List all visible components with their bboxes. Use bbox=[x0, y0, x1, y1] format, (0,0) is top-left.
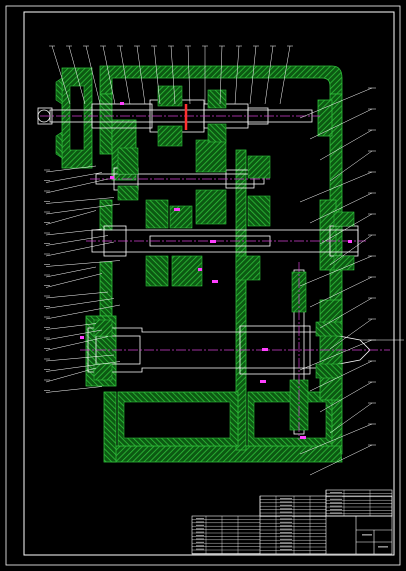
title-text-right bbox=[330, 505, 342, 508]
leader-line-left bbox=[45, 354, 115, 362]
leader-line-right bbox=[309, 108, 373, 140]
title-text-right bbox=[330, 502, 342, 504]
leader-line-right bbox=[309, 276, 373, 308]
leader-line-right bbox=[309, 444, 373, 476]
leader-line-left bbox=[45, 266, 97, 278]
leader-line-right bbox=[299, 87, 373, 119]
title-text-left bbox=[196, 524, 204, 527]
leader-line-top bbox=[68, 45, 86, 105]
leader-line-left bbox=[45, 298, 115, 309]
title-text-mid bbox=[280, 545, 292, 548]
leader-line-top bbox=[51, 45, 71, 105]
leader-line-left bbox=[45, 241, 115, 257]
title-text-left bbox=[196, 541, 204, 544]
title-text-left bbox=[196, 531, 204, 534]
leader-line-right bbox=[299, 255, 373, 287]
leader-line-left bbox=[45, 228, 103, 236]
outer-frame bbox=[5, 5, 401, 566]
leader-line-top bbox=[153, 45, 161, 105]
center-lines bbox=[40, 104, 390, 440]
leader-line-top bbox=[85, 45, 101, 105]
title-text-left bbox=[196, 528, 204, 530]
title-text-mid bbox=[280, 542, 292, 544]
title-text-mid bbox=[280, 532, 292, 534]
title-text-mid bbox=[280, 508, 292, 510]
title-text-left bbox=[196, 518, 204, 520]
leader-line-top bbox=[249, 45, 257, 105]
title-text-right bbox=[330, 509, 342, 511]
title-text-left bbox=[196, 548, 204, 551]
input-pulley bbox=[37, 67, 93, 169]
title-text-mid bbox=[280, 549, 292, 551]
leader-line-right bbox=[299, 423, 373, 455]
leader-line-left bbox=[45, 291, 109, 299]
title-text-left bbox=[196, 545, 204, 547]
leader-line-right bbox=[299, 171, 373, 203]
title-text-mid bbox=[280, 498, 292, 500]
leader-line-left bbox=[45, 361, 121, 372]
title-text-mid bbox=[280, 521, 292, 524]
leader-line-right bbox=[309, 192, 373, 224]
gears bbox=[93, 85, 355, 431]
leader-line-right bbox=[329, 234, 373, 266]
title-text-right bbox=[330, 492, 342, 494]
leader-line-right bbox=[319, 297, 373, 329]
leader-line-right bbox=[329, 318, 373, 350]
title-text-left bbox=[196, 521, 204, 523]
title-text-mid bbox=[280, 511, 292, 514]
title-text-mid bbox=[280, 525, 292, 527]
title-text-mid bbox=[280, 515, 292, 517]
leader-line-left bbox=[45, 386, 103, 393]
leader-line-right bbox=[299, 339, 373, 371]
leader-line-right bbox=[319, 129, 373, 161]
leader-line-top bbox=[219, 45, 223, 105]
leader-line-left bbox=[45, 329, 103, 341]
title-text-mid bbox=[280, 518, 292, 520]
markers bbox=[80, 102, 352, 439]
leader-line-right bbox=[329, 402, 373, 434]
leader-line-top bbox=[279, 45, 291, 105]
title-text-mid bbox=[280, 504, 292, 507]
leader-lines bbox=[44, 45, 404, 476]
leader-line-left bbox=[45, 323, 97, 330]
leader-line-right bbox=[309, 360, 373, 392]
title-block-rows bbox=[192, 490, 392, 554]
leader-line-right bbox=[319, 381, 373, 413]
leader-line-top bbox=[119, 45, 131, 105]
leader-line-right bbox=[319, 213, 373, 245]
leader-line-left bbox=[45, 197, 115, 204]
title-text-mid bbox=[280, 528, 292, 531]
title-text-left bbox=[196, 535, 204, 537]
leader-line-top bbox=[102, 45, 116, 105]
leader-line-left bbox=[45, 210, 97, 225]
title-text-mid bbox=[280, 501, 292, 503]
leader-line-left bbox=[45, 260, 121, 267]
leader-line-top bbox=[264, 45, 274, 105]
leader-line-left bbox=[45, 273, 103, 288]
leader-line-top bbox=[187, 45, 191, 105]
inner-frame bbox=[23, 11, 395, 556]
leader-line-left bbox=[45, 178, 109, 194]
title-text-name bbox=[362, 534, 372, 536]
title-text-right bbox=[330, 512, 342, 514]
leader-line-left bbox=[45, 172, 103, 183]
title-text-right bbox=[330, 495, 342, 497]
title-text-left bbox=[196, 538, 204, 540]
title-text-mid bbox=[280, 538, 292, 541]
leader-line-left bbox=[45, 336, 109, 351]
leader-line-left bbox=[45, 304, 121, 320]
leader-line-left bbox=[45, 367, 97, 383]
title-text-scale bbox=[378, 546, 388, 548]
leader-line-top bbox=[234, 45, 240, 105]
leader-line-left bbox=[45, 203, 121, 215]
title-text-right bbox=[330, 498, 342, 501]
title-text-mid bbox=[280, 535, 292, 537]
leader-line-left bbox=[45, 165, 97, 173]
leader-line-right bbox=[329, 150, 373, 182]
leader-line-top bbox=[136, 45, 146, 105]
leader-line-left bbox=[45, 235, 109, 246]
leader-line-top bbox=[170, 45, 176, 105]
